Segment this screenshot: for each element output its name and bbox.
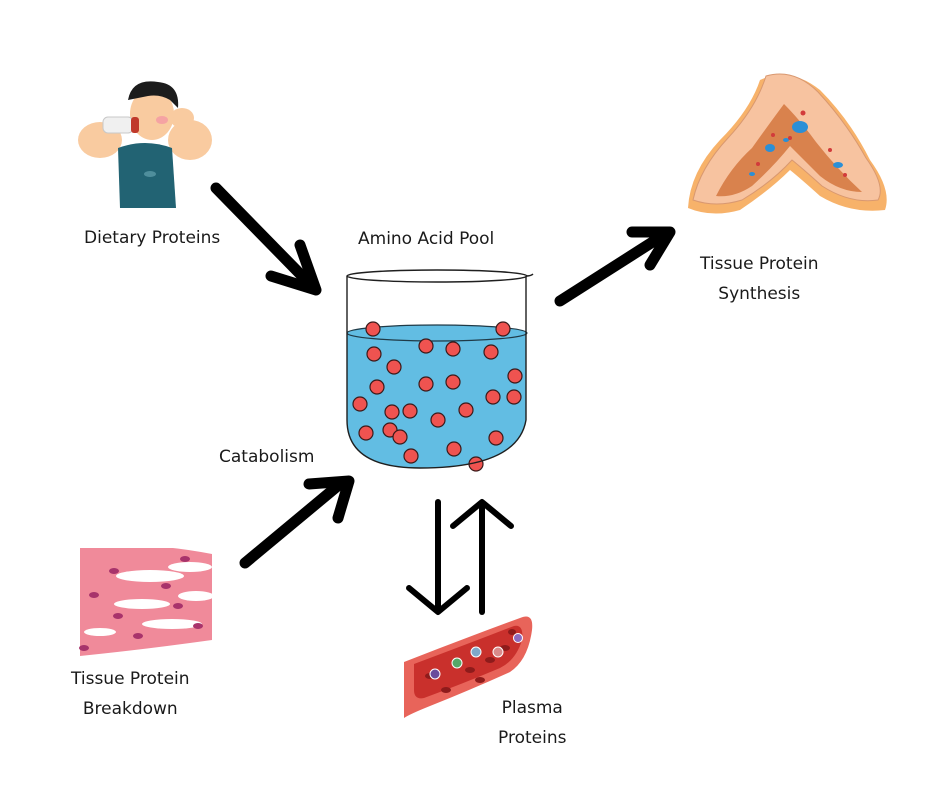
amino-acid-particle: [485, 389, 501, 405]
amino-acid-particle: [358, 425, 374, 441]
arrow-pool-to-plasma: [406, 499, 470, 615]
amino-acid-particle: [446, 441, 462, 457]
amino-acid-particle: [403, 448, 419, 464]
amino-acid-particle: [507, 368, 523, 384]
arrow-breakdown-to-pool: [239, 475, 355, 569]
synthesis-line2: Synthesis: [718, 284, 801, 304]
amino-acid-particle: [352, 396, 368, 412]
amino-acid-particle: [386, 359, 402, 375]
amino-acid-particle: [418, 376, 434, 392]
arrow-plasma-to-pool: [450, 499, 514, 615]
amino-acid-pool-label: Amino Acid Pool: [358, 229, 495, 249]
amino-acid-particle: [495, 321, 511, 337]
tissue-cross-section-icon: [688, 73, 887, 214]
amino-acid-particle: [488, 430, 504, 446]
amino-acid-particle: [366, 346, 382, 362]
breakdown-line1: Tissue Protein: [71, 669, 190, 689]
catabolism-label: Catabolism: [219, 447, 315, 467]
amino-acid-particle: [458, 402, 474, 418]
arrow-pool-to-synthesis: [554, 226, 676, 307]
amino-acid-particle: [430, 412, 446, 428]
amino-acid-particle: [384, 404, 400, 420]
beaker-rim: [346, 269, 528, 283]
amino-acid-particle: [369, 379, 385, 395]
muscle-fibers-icon: [79, 545, 214, 656]
amino-acid-particle: [402, 403, 418, 419]
tissue-protein-breakdown-label: Tissue Protein Breakdown: [71, 664, 190, 724]
amino-acid-particle: [506, 389, 522, 405]
dietary-proteins-label: Dietary Proteins: [84, 228, 221, 248]
beaker-icon: [346, 269, 534, 472]
blood-vessel-icon: [404, 616, 533, 718]
arrow-dietary-to-pool: [210, 182, 322, 296]
amino-acid-particle: [483, 344, 499, 360]
amino-acid-particle: [365, 321, 381, 337]
amino-acid-particle: [418, 338, 434, 354]
amino-acid-particle: [445, 374, 461, 390]
tissue-protein-synthesis-label: Tissue Protein Synthesis: [700, 249, 819, 309]
amino-acid-particles: [352, 321, 523, 472]
plasma-proteins-label: Plasma Proteins: [498, 693, 566, 753]
amino-acid-particle: [445, 341, 461, 357]
plasma-line1: Plasma: [501, 698, 563, 718]
person-drinking-protein-shake-icon: [78, 81, 212, 208]
plasma-line2: Proteins: [498, 728, 567, 748]
amino-acid-particle: [392, 429, 408, 445]
beaker-outline: [346, 276, 527, 469]
breakdown-line2: Breakdown: [82, 699, 178, 719]
synthesis-line1: Tissue Protein: [700, 254, 819, 274]
beaker-spout: [525, 273, 534, 277]
